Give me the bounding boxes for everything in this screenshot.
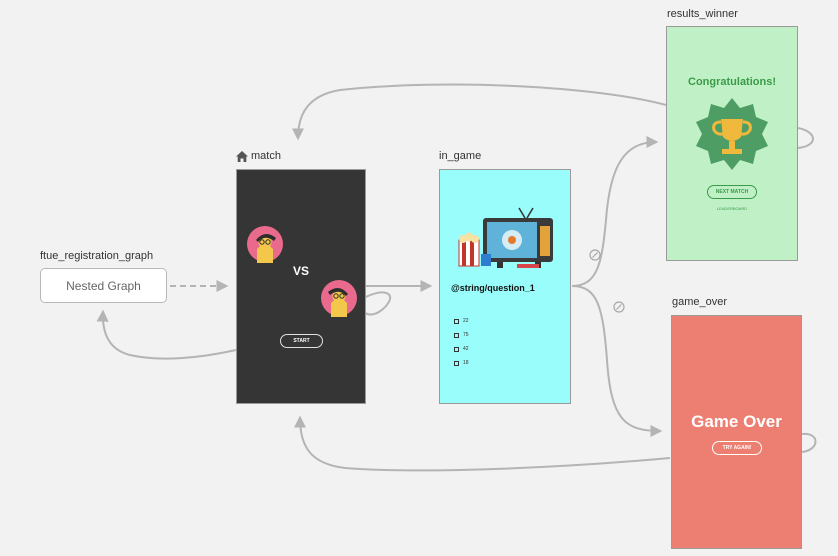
edge-game-over-to-match [294, 415, 671, 472]
leaderboard-link[interactable]: LEADERBOARD [716, 206, 748, 211]
answer-option[interactable]: 22 [454, 318, 469, 324]
trophy-icon [696, 98, 768, 170]
nested-graph-text: Nested Graph [66, 278, 141, 293]
edge-match-self [363, 291, 392, 316]
action-link-icon[interactable] [613, 301, 625, 313]
action-link-icon[interactable] [589, 249, 601, 261]
home-icon [236, 150, 248, 162]
edge-game-over-self [801, 432, 817, 453]
congratulations-title: Congratulations! [688, 76, 776, 88]
checkbox-icon [454, 318, 459, 324]
node-label-game-over: game_over [672, 296, 728, 308]
edge-match-to-nested [96, 309, 237, 360]
question-text: @string/question_1 [451, 283, 535, 293]
answer-option[interactable]: 42 [454, 346, 469, 352]
vs-text: VS [292, 264, 309, 278]
node-label-in-game: in_game [439, 150, 482, 162]
edge-results-self [797, 127, 814, 149]
match-label-text: match [251, 150, 281, 162]
try-again-button[interactable]: TRY AGAIN! [712, 441, 762, 455]
answer-option[interactable]: 75 [454, 332, 469, 338]
node-label-match: match [236, 150, 281, 162]
results-winner-screen[interactable]: Congratulations! NEXT MATCH LEADERBOARD [666, 26, 798, 261]
checkbox-icon [454, 346, 459, 352]
nested-graph-node[interactable]: Nested Graph [40, 268, 167, 303]
edge-in-game-to-game-over [571, 285, 663, 437]
checkbox-icon [454, 360, 459, 366]
tv-popcorn-icon [458, 207, 553, 268]
game-over-title: Game Over [691, 412, 782, 431]
opponent-avatar-icon [321, 280, 357, 317]
next-match-button[interactable]: NEXT MATCH [707, 185, 757, 199]
answer-option[interactable]: 18 [454, 360, 469, 366]
edge-in-game-to-results [571, 136, 659, 287]
match-screen[interactable]: VS START [236, 169, 366, 404]
edge-results-to-match [292, 83, 667, 141]
node-label-ftue-registration-graph: ftue_registration_graph [40, 250, 154, 262]
start-button[interactable]: START [280, 334, 323, 348]
checkbox-icon [454, 332, 459, 338]
player-avatar-icon [247, 226, 283, 263]
node-label-results-winner: results_winner [667, 8, 738, 20]
in-game-screen[interactable]: @string/question_1 22 75 42 18 [439, 169, 571, 404]
game-over-screen[interactable]: Game Over TRY AGAIN! [671, 315, 802, 549]
